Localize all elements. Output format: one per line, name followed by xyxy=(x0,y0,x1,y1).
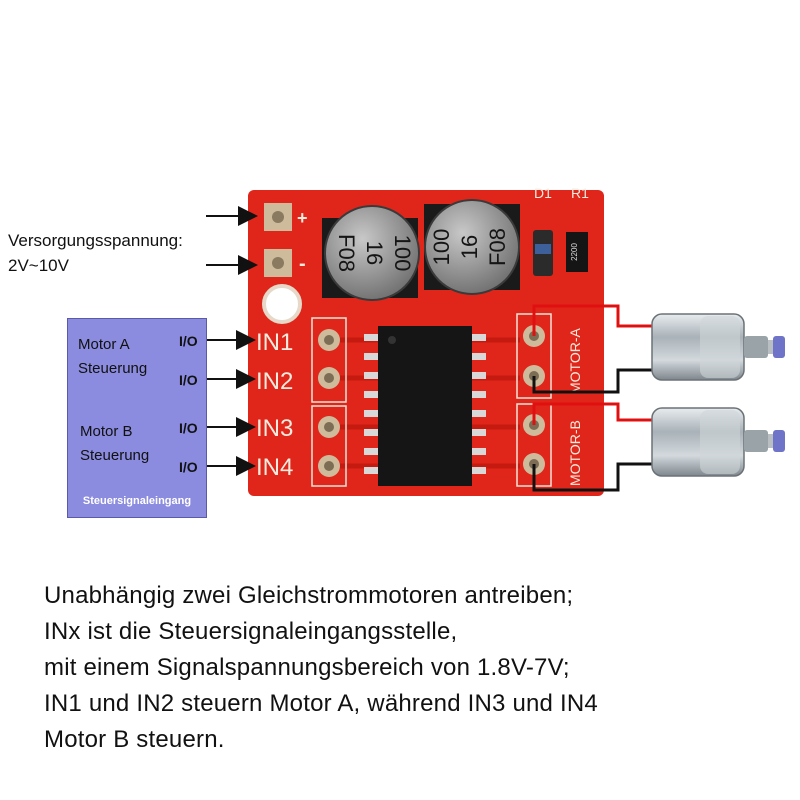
motor-b-red-wire xyxy=(532,402,652,425)
supply-voltage-label: Versorgungsspannung: 2V~10V xyxy=(8,228,183,278)
ic-pins xyxy=(364,334,486,474)
r1-marking: R1 xyxy=(571,185,589,201)
minus-marking: - xyxy=(299,253,306,275)
motor-b-control-label: Motor B Steuerung xyxy=(80,423,150,464)
io-label-4: I/O xyxy=(179,459,198,475)
pin-header-in34 xyxy=(311,405,347,487)
control-box-footer: Steuersignaleingang xyxy=(82,495,192,507)
capacitor-2 xyxy=(424,199,520,295)
d1-marking: D1 xyxy=(534,185,552,201)
pin-header-in12 xyxy=(311,317,347,403)
in2-label: IN2 xyxy=(256,368,293,395)
io-label-3: I/O xyxy=(179,420,198,436)
motor-a-black-wire xyxy=(532,368,652,394)
driver-ic xyxy=(378,326,472,486)
capacitor-1-marking: 100 16 F08 xyxy=(334,234,415,272)
supply-voltage-range: 2V~10V xyxy=(8,256,69,275)
motor-a-board-label: MOTOR-A xyxy=(567,327,583,394)
in4-label: IN4 xyxy=(256,454,293,481)
io-label-1: I/O xyxy=(179,333,198,349)
input-pads xyxy=(318,329,340,477)
caption-line-4: IN1 und IN2 steuern Motor A, während IN3… xyxy=(44,690,598,717)
io-label-2: I/O xyxy=(179,372,198,388)
caption-line-3: mit einem Signalspannungsbereich von 1.8… xyxy=(44,654,570,681)
in3-label: IN3 xyxy=(256,415,293,442)
control-signal-box: Motor A Steuerung Motor B Steuerung I/O … xyxy=(67,318,207,518)
motor-a xyxy=(651,313,785,381)
svg-text:2200: 2200 xyxy=(570,243,579,261)
svg-text:F08: F08 xyxy=(485,228,510,266)
svg-text:100: 100 xyxy=(390,235,415,272)
caption-line-2: INx ist die Steuersignaleingangsstelle, xyxy=(44,618,458,645)
caption-line-5: Motor B steuern. xyxy=(44,726,225,753)
motor-a-red-wire xyxy=(532,304,652,336)
svg-text:16: 16 xyxy=(362,241,387,265)
capacitor-2-marking: 100 16 F08 xyxy=(429,228,510,266)
plus-marking: + xyxy=(297,208,308,228)
driver-board-diagram: + - 100 16 F08 100 16 F08 D1 R1 2200 IN1… xyxy=(206,185,785,496)
motor-b xyxy=(651,407,785,477)
motor-b-black-wire xyxy=(532,462,652,492)
description-caption: Unabhängig zwei Gleichstrommotoren antre… xyxy=(44,578,784,758)
svg-text:F08: F08 xyxy=(334,234,359,272)
svg-text:16: 16 xyxy=(457,235,482,259)
motor-a-control-label: Motor A Steuerung xyxy=(78,336,148,377)
motor-b-board-label: MOTOR-B xyxy=(567,420,583,486)
resistor-r1 xyxy=(566,232,588,272)
supply-voltage-title: Versorgungsspannung: xyxy=(8,231,183,250)
in1-label: IN1 xyxy=(256,329,293,356)
caption-line-1: Unabhängig zwei Gleichstrommotoren antre… xyxy=(44,582,574,609)
mounting-hole xyxy=(262,284,302,324)
capacitor-1 xyxy=(324,205,420,301)
svg-text:100: 100 xyxy=(429,229,454,266)
